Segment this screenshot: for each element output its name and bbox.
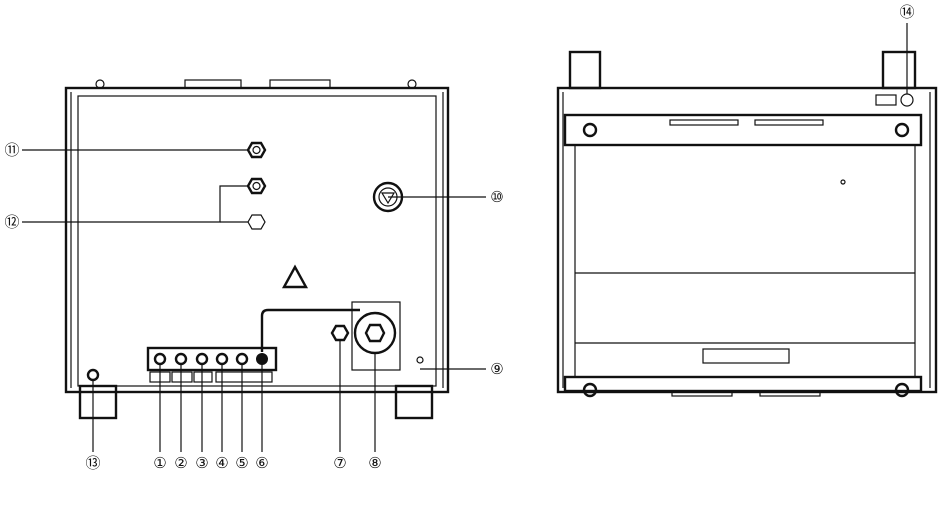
callout-11: ⑪ — [4, 141, 19, 159]
callout-2: ② — [174, 454, 187, 472]
front-view — [556, 50, 938, 398]
rear-view — [64, 79, 450, 420]
callout-12: ⑫ — [4, 213, 19, 231]
callout-7: ⑦ — [333, 454, 346, 472]
callout-4: ④ — [215, 454, 228, 472]
callout-5: ⑤ — [235, 454, 248, 472]
callout-14: ⑭ — [899, 3, 914, 21]
callouts: ⑪ ⑫ ⑩ ⑨ ⑬ ① ② ③ ④ ⑤ ⑥ ⑦ ⑧ ⑭ — [4, 3, 914, 472]
callout-1: ① — [153, 454, 166, 472]
callout-8: ⑧ — [368, 454, 381, 472]
callout-13: ⑬ — [85, 454, 100, 472]
callout-3: ③ — [195, 454, 208, 472]
callout-6: ⑥ — [255, 454, 268, 472]
callout-9: ⑨ — [490, 360, 503, 378]
callout-10: ⑩ — [490, 188, 503, 206]
leader-lines — [22, 23, 908, 452]
